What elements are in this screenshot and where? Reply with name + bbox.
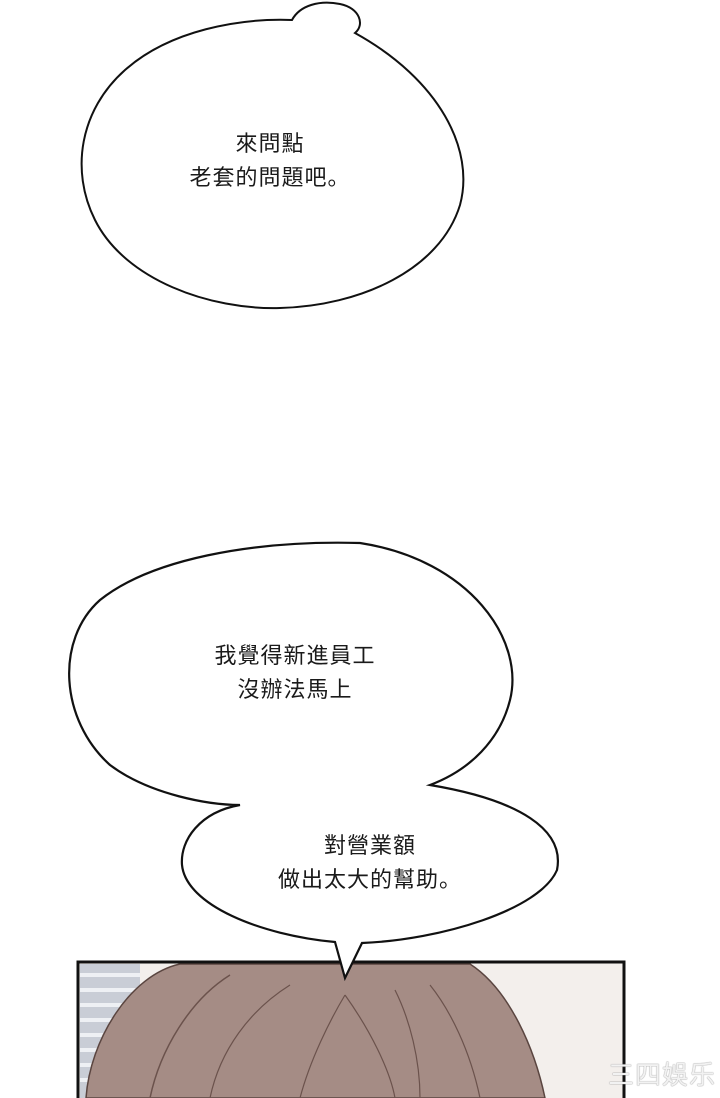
bubble-1-text: 來問點 老套的問題吧。 <box>189 132 351 191</box>
bubble-3-text: 對營業額 做出太大的幫助。 <box>277 834 462 893</box>
comic-panel <box>76 960 626 1098</box>
speech-bubble-2-3 <box>68 541 560 982</box>
speech-bubble-1 <box>80 1 465 310</box>
character-hair <box>85 963 546 1098</box>
watermark: 三四娛乐 <box>607 1061 716 1091</box>
bubble-2-text: 我覺得新進員工 沒辦法馬上 <box>214 644 376 703</box>
